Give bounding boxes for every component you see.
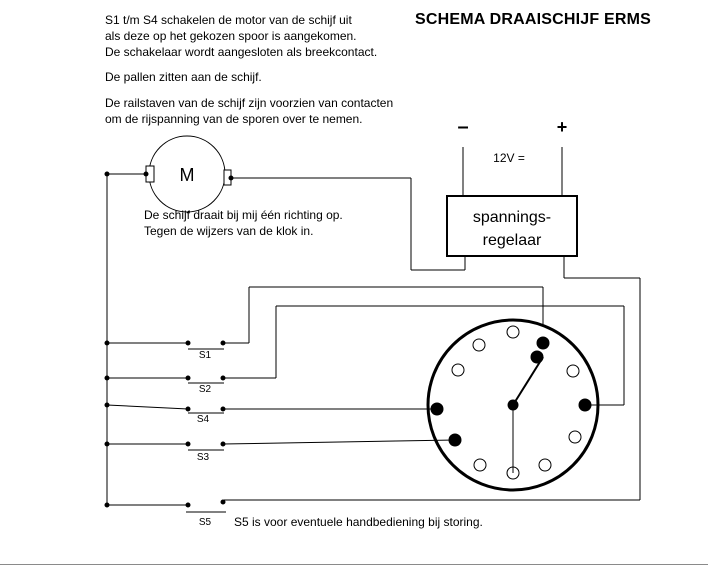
active-contact-s3 <box>448 433 462 447</box>
switch-label-s2: S2 <box>199 384 212 395</box>
open-contact <box>473 458 487 472</box>
note-line-5: De railstaven van de schijf zijn voorzie… <box>105 96 394 110</box>
open-contact <box>472 338 486 352</box>
note-line-3: De schakelaar wordt aangesloten als bree… <box>105 45 378 59</box>
switch-terminal <box>220 499 226 505</box>
open-contact <box>506 466 520 480</box>
junction-dot <box>104 171 110 177</box>
switch-terminal <box>185 502 191 508</box>
regulator-box <box>446 195 578 257</box>
open-contact <box>566 364 580 378</box>
switch-terminal <box>185 375 191 381</box>
open-contact <box>506 325 520 339</box>
open-contact <box>538 458 552 472</box>
turntable-pointer <box>512 356 544 406</box>
switch-terminal <box>220 340 226 346</box>
s3-to-contact <box>222 439 456 445</box>
switch-label-s5: S5 <box>199 517 212 528</box>
active-contact-pointer <box>530 350 544 364</box>
turntable-hub <box>507 399 519 411</box>
switch-label-s1: S1 <box>199 350 212 361</box>
switch-terminal <box>220 406 226 412</box>
regulator-label-1: spannings- <box>473 209 551 226</box>
junction-dot <box>104 340 110 346</box>
switch-terminal <box>220 375 226 381</box>
active-contact-s2 <box>578 398 592 412</box>
switch-terminal <box>220 441 226 447</box>
open-contact <box>451 363 465 377</box>
bottom-rule <box>0 564 708 565</box>
junction-dot <box>104 402 110 408</box>
switch-terminal <box>185 441 191 447</box>
switch-terminal <box>185 340 191 346</box>
voltage-label: 12V = <box>493 151 525 165</box>
s5-note: S5 is voor eventuele handbediening bij s… <box>234 515 483 529</box>
s4-input-wire <box>106 404 189 410</box>
minus-sign: – <box>457 116 468 138</box>
diagram-title: SCHEMA DRAAISCHIJF ERMS <box>415 11 652 28</box>
junction-dot <box>104 375 110 381</box>
note-line-2: als deze op het gekozen spoor is aangeko… <box>105 29 357 43</box>
note-line-6: om de rijspanning van de sporen over te … <box>105 112 363 126</box>
motor-terminal <box>228 175 234 181</box>
active-contact-s1 <box>536 336 550 350</box>
active-contact-s4 <box>430 402 444 416</box>
note-line-4: De pallen zitten aan de schijf. <box>105 70 262 84</box>
motor-label: M <box>180 165 195 185</box>
switch-terminal <box>185 406 191 412</box>
note-line-1: S1 t/m S4 schakelen de motor van de schi… <box>105 13 352 27</box>
plus-sign: + <box>557 117 568 137</box>
switch-label-s4: S4 <box>197 414 210 425</box>
junction-dot <box>104 441 110 447</box>
rotation-note-2: Tegen de wijzers van de klok in. <box>144 224 314 238</box>
open-contact <box>568 430 582 444</box>
motor-terminal <box>143 171 149 177</box>
turntable-rim <box>426 318 600 492</box>
switch-label-s3: S3 <box>197 452 210 463</box>
junction-dot <box>104 502 110 508</box>
regulator-label-2: regelaar <box>483 232 542 249</box>
